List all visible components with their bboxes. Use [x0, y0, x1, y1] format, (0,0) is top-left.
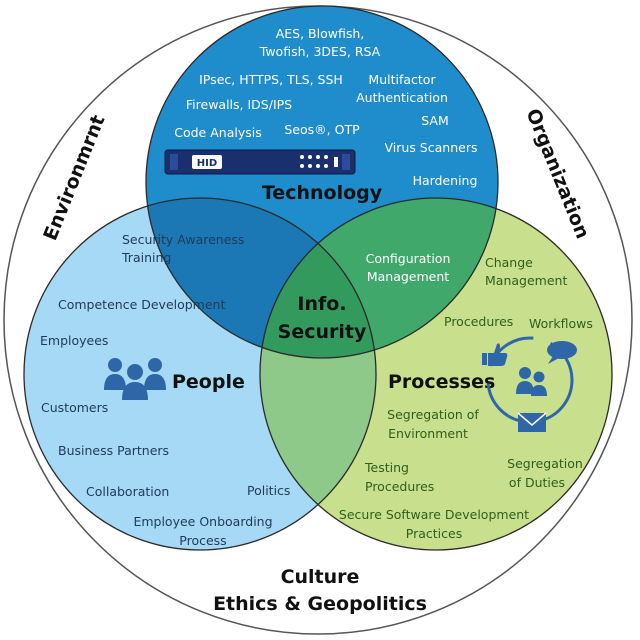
center-overlap: [260, 198, 376, 358]
people-partners: Business Partners: [58, 443, 169, 458]
people-onboarding-line2: Process: [179, 533, 226, 548]
proc-segenv-line2: Environment: [388, 426, 468, 441]
people-competence: Competence Development: [58, 297, 225, 312]
proc-segenv-line1: Segregation of: [387, 407, 479, 422]
tech-multifactor-line1: Multifactor: [368, 72, 436, 87]
chat-bubble-icon: [547, 341, 577, 364]
center-line1: Info.: [297, 293, 346, 315]
tech-virus: Virus Scanners: [385, 140, 478, 155]
proc-change-line1: Change: [485, 255, 533, 270]
proc-ssd-line1: Secure Software Development: [339, 507, 529, 522]
proc-procedures: Procedures: [444, 314, 513, 329]
hid-brand-text: HID: [197, 158, 217, 169]
people-politics: Politics: [247, 483, 290, 498]
tech-code-analysis: Code Analysis: [174, 125, 261, 140]
people-title: People: [172, 371, 245, 393]
people-outline: [23, 197, 377, 551]
people-customers: Customers: [41, 400, 108, 415]
culture-label: Culture: [281, 566, 360, 588]
processes-title: Processes: [388, 371, 495, 393]
tech-multifactor-line2: Authentication: [356, 90, 448, 105]
proc-ssd-line2: Practices: [406, 526, 462, 541]
tech-sam: SAM: [421, 113, 449, 128]
mail-icon: [517, 412, 547, 432]
ethics-geopolitics-label: Ethics & Geopolitics: [213, 593, 427, 615]
tech-aes-line1: AES, Blowfish,: [276, 26, 365, 41]
hid-device-icon: HID: [164, 149, 356, 175]
people-collaboration: Collaboration: [86, 484, 169, 499]
tech-seos: Seos®, OTP: [284, 122, 360, 137]
proc-testing-line1: Testing: [364, 460, 409, 475]
proc-segduties-line2: of Duties: [509, 475, 565, 490]
proc-workflows: Workflows: [529, 316, 593, 331]
processes-outline: [259, 197, 613, 551]
center-line2: Security: [278, 321, 367, 343]
tech-firewalls: Firewalls, IDS/IPS: [186, 97, 292, 112]
process-cycle-icon: [482, 336, 577, 432]
thumbs-up-icon: [482, 343, 508, 366]
proc-config-line2: Management: [367, 269, 449, 284]
proc-segduties-line1: Segregation: [507, 456, 583, 471]
tech-hardening: Hardening: [413, 173, 478, 188]
technology-title: Technology: [262, 182, 383, 204]
people-awareness-line2: Training: [121, 250, 171, 265]
people-onboarding-line1: Employee Onboarding: [133, 514, 272, 529]
tech-ipsec: IPsec, HTTPS, TLS, SSH: [199, 72, 343, 87]
tech-aes-line2: Twofish, 3DES, RSA: [259, 44, 381, 59]
people-employees: Employees: [40, 333, 108, 348]
proc-config-line1: Configuration: [366, 251, 451, 266]
people-awareness-line1: Security Awareness: [122, 232, 244, 247]
proc-testing-line2: Procedures: [365, 479, 434, 494]
technology-outline: [145, 5, 499, 359]
users-icon: [516, 367, 547, 396]
people-group-icon: [104, 358, 166, 400]
proc-change-line2: Management: [485, 273, 567, 288]
